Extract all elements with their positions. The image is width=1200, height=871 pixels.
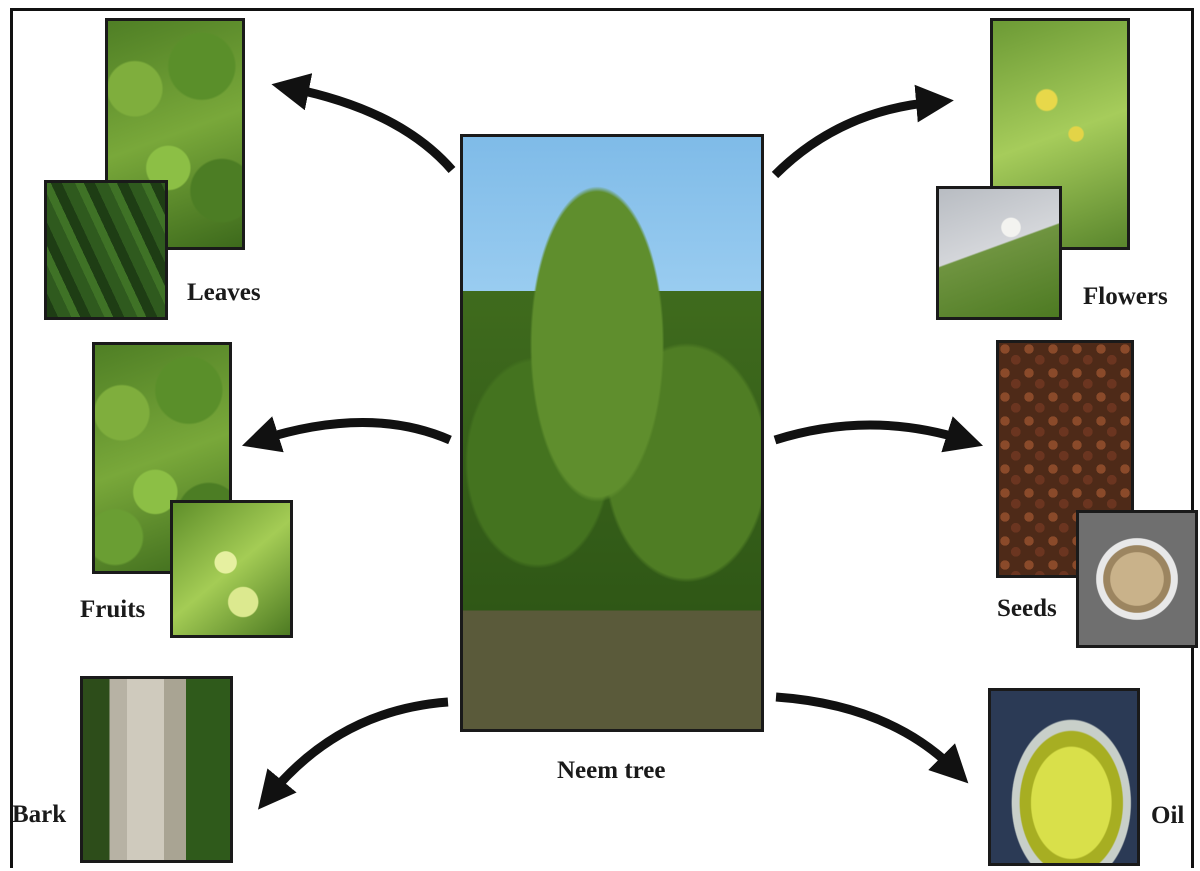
flowers-photo-small [936, 186, 1062, 320]
bark-photo [80, 676, 233, 863]
seeds-label: Seeds [997, 595, 1057, 623]
arrow-to-seeds [775, 425, 965, 440]
arrow-to-oil [776, 697, 955, 770]
fruits-label: Fruits [80, 596, 145, 624]
arrow-to-flowers [775, 102, 935, 175]
neem-tree-photo [460, 134, 764, 732]
leaves-photo-small [44, 180, 168, 320]
flowers-label: Flowers [1083, 283, 1168, 311]
seeds-jar-photo [1076, 510, 1198, 648]
arrow-to-leaves [290, 88, 452, 170]
bark-label: Bark [12, 801, 66, 829]
leaves-label: Leaves [187, 279, 261, 307]
arrow-to-bark [270, 702, 448, 795]
neem-tree-label: Neem tree [557, 757, 665, 785]
fruits-photo-small [170, 500, 293, 638]
oil-photo [988, 688, 1140, 866]
oil-label: Oil [1151, 802, 1184, 830]
arrow-to-fruits [260, 423, 450, 441]
